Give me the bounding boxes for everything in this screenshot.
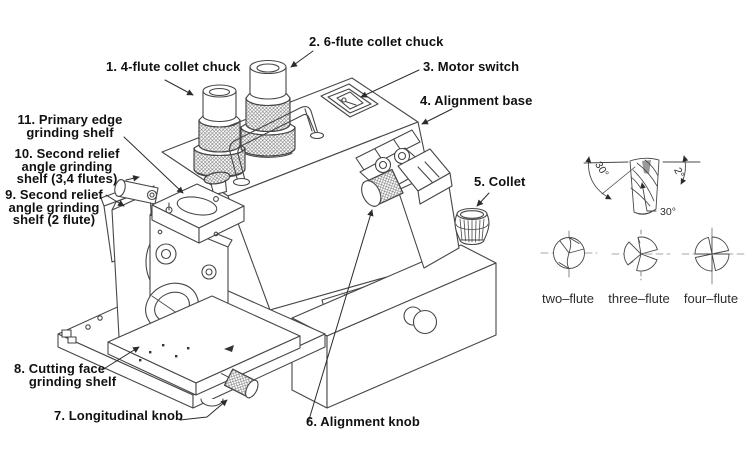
leader-11 [124, 137, 183, 193]
label-second-relief-34-flutes: 10. Second relief angle grinding shelf (… [14, 146, 120, 186]
leader-2 [290, 51, 313, 67]
drawer-knob [404, 307, 437, 334]
label-cutting-face-shelf: 8. Cutting face grinding shelf [14, 361, 117, 389]
drawer [292, 245, 496, 408]
caption-two-flute: two–flute [541, 291, 595, 306]
label-4-flute-collet-chuck: 1. 4-flute collet chuck [106, 59, 241, 74]
primary-edge-shelf [152, 184, 244, 243]
leader-lines [102, 51, 489, 423]
caption-four-flute: four–flute [683, 291, 739, 306]
two-flute-diagram [541, 231, 597, 277]
label-primary-edge-shelf: 11. Primary edge grinding shelf [17, 112, 123, 140]
four-flute-diagram [682, 228, 744, 284]
collet-chuck-4-flute [194, 85, 245, 177]
v-block [398, 149, 452, 204]
primary-shelf-knob [203, 170, 232, 196]
label-6-flute-collet-chuck: 2. 6-flute collet chuck [309, 34, 444, 49]
label-longitudinal-knob: 7. Longitudinal knob [54, 408, 184, 423]
leader-3 [360, 70, 419, 97]
longitudinal-knob [217, 365, 260, 400]
collet [455, 209, 489, 245]
leader-5 [477, 193, 489, 206]
relief-shelf-cylinder [113, 179, 158, 204]
alignment-knob [358, 169, 403, 209]
endmill-angle-detail: 30° 2° 30° [584, 155, 700, 218]
label-second-relief-2-flute: 9. Second relief angle grinding shelf (2… [5, 187, 103, 227]
label-alignment-knob: 6. Alignment knob [306, 414, 420, 429]
leader-7 [180, 400, 227, 420]
slide-table [108, 296, 300, 406]
leader-10 [126, 175, 140, 182]
relief-angle-label: 2° [671, 166, 686, 180]
caption-three-flute: three–flute [608, 291, 670, 306]
label-motor-switch: 3. Motor switch [423, 59, 520, 74]
leader-6 [308, 209, 374, 423]
table-dots [139, 344, 234, 362]
alignment-base [356, 130, 459, 268]
collet-chuck-6-flute [241, 61, 295, 158]
alignment-base-screws [376, 149, 410, 173]
tip-angle-label: 30° [660, 206, 676, 218]
leader-9 [106, 195, 125, 206]
label-collet: 5. Collet [474, 174, 526, 189]
carry-handle [230, 107, 324, 186]
label-alignment-base: 4. Alignment base [420, 93, 533, 108]
leader-1 [165, 80, 194, 95]
three-flute-diagram [612, 230, 670, 280]
leader-8 [102, 347, 140, 370]
leader-4 [421, 109, 452, 124]
motor-switch [321, 84, 378, 117]
flute-type-diagrams [541, 228, 744, 284]
